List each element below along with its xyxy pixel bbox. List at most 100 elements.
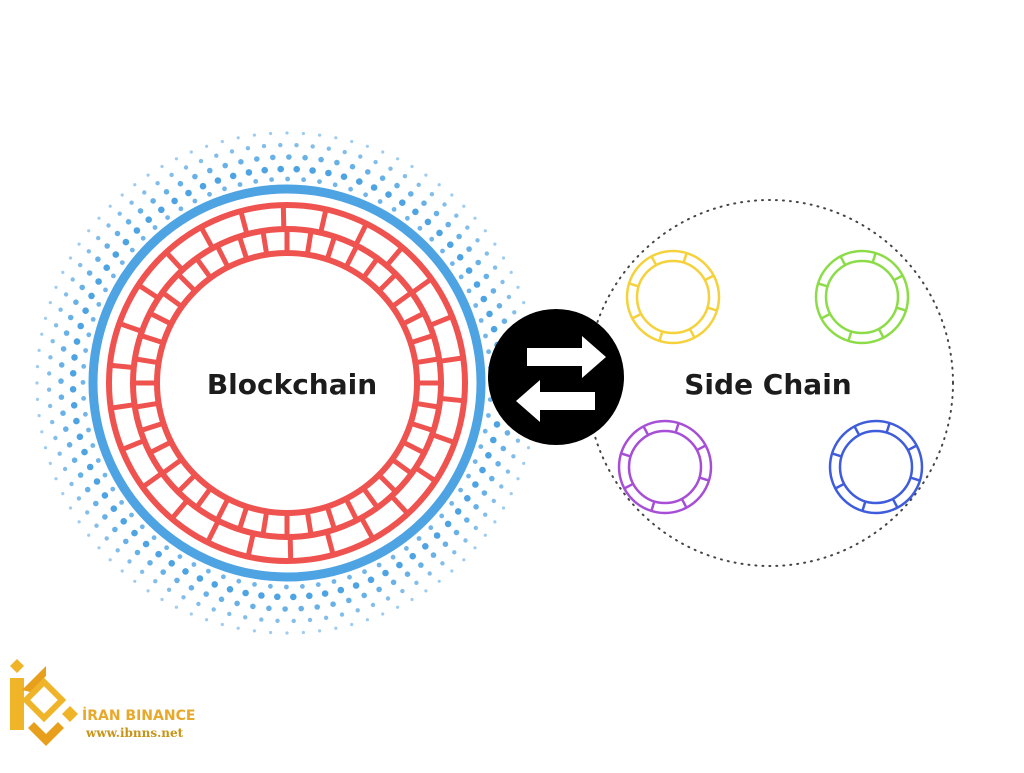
mini-chain-rung bbox=[834, 482, 845, 490]
mini-chain-outer bbox=[625, 249, 721, 345]
halo-dot bbox=[139, 569, 145, 574]
halo-dot bbox=[58, 378, 64, 384]
halo-dot bbox=[478, 444, 484, 449]
halo-dot bbox=[444, 520, 452, 528]
halo-dot bbox=[70, 402, 78, 409]
halo-dot bbox=[35, 365, 40, 369]
halo-dot bbox=[183, 165, 189, 170]
halo-dot bbox=[87, 229, 91, 233]
halo-dot bbox=[473, 504, 479, 510]
halo-dot bbox=[334, 626, 338, 630]
halo-dot bbox=[43, 446, 48, 450]
chain-rung bbox=[401, 310, 426, 327]
halo-dot bbox=[61, 270, 65, 274]
halo-dot bbox=[54, 285, 58, 289]
halo-dot bbox=[318, 629, 322, 633]
halo-dot bbox=[53, 323, 59, 328]
halo-dot bbox=[301, 630, 305, 635]
halo-dot bbox=[250, 603, 256, 610]
mini-chain-rung bbox=[620, 452, 631, 458]
halo-dot bbox=[37, 348, 41, 352]
halo-dot bbox=[90, 443, 96, 448]
halo-dot bbox=[117, 211, 122, 216]
halo-dot bbox=[86, 270, 93, 276]
chain-rung bbox=[134, 400, 159, 410]
mini-chain-rung bbox=[680, 498, 688, 509]
halo-dot bbox=[67, 314, 74, 321]
chain-rung bbox=[287, 536, 294, 562]
halo-dot bbox=[221, 574, 226, 580]
mini-chain-rung bbox=[831, 452, 842, 458]
halo-dot bbox=[69, 386, 77, 393]
halo-dot bbox=[456, 233, 462, 240]
halo-dot bbox=[120, 518, 127, 525]
halo-dot bbox=[137, 208, 144, 214]
halo-dot bbox=[222, 162, 228, 169]
halo-dot bbox=[452, 550, 457, 555]
chain-rung bbox=[205, 519, 221, 544]
halo-dot bbox=[84, 486, 91, 493]
halo-dot bbox=[214, 153, 219, 158]
halo-dot bbox=[349, 163, 356, 170]
halo-dot bbox=[331, 579, 337, 584]
halo-dot bbox=[133, 227, 141, 234]
chain-rung bbox=[139, 333, 165, 346]
halo-dot bbox=[47, 371, 52, 376]
blue-chain bbox=[828, 419, 924, 515]
chain-rung bbox=[164, 250, 185, 272]
halo-dot bbox=[348, 186, 353, 192]
chain-rung bbox=[176, 473, 197, 494]
halo-dot bbox=[199, 182, 207, 190]
chain-rung bbox=[120, 438, 146, 452]
mini-chain-rung bbox=[893, 274, 904, 282]
halo-dot bbox=[79, 284, 85, 291]
halo-dot bbox=[483, 333, 488, 339]
halo-dot bbox=[483, 533, 487, 537]
chain-band bbox=[106, 202, 468, 564]
halo-dot bbox=[81, 448, 88, 456]
halo-dot bbox=[192, 198, 198, 204]
halo-dot bbox=[77, 242, 81, 246]
halo-dot bbox=[361, 592, 368, 599]
chain-rung bbox=[110, 402, 135, 411]
chain-rung bbox=[176, 272, 197, 293]
halo-dot bbox=[43, 316, 48, 320]
halo-dot bbox=[86, 463, 94, 471]
halo-dot bbox=[314, 604, 321, 610]
halo-dot bbox=[77, 322, 84, 330]
halo-dot bbox=[285, 631, 289, 635]
halo-dot bbox=[35, 397, 40, 401]
halo-dot bbox=[505, 469, 511, 474]
mini-chain-rung bbox=[650, 255, 658, 266]
halo-dot bbox=[205, 144, 209, 148]
halo-dot bbox=[473, 525, 478, 531]
halo-dot bbox=[181, 595, 186, 600]
halo-dot bbox=[261, 166, 269, 174]
chain-rung bbox=[377, 272, 398, 293]
halo-dot bbox=[129, 200, 134, 205]
halo-dot bbox=[381, 612, 385, 616]
halo-dot bbox=[189, 612, 193, 616]
halo-dot bbox=[300, 584, 305, 589]
halo-dot bbox=[83, 411, 88, 417]
halo-dot bbox=[133, 579, 137, 583]
halo-dot bbox=[134, 549, 141, 556]
mini-chain-rung bbox=[699, 476, 710, 482]
halo-dot bbox=[119, 260, 125, 265]
halo-dot bbox=[473, 281, 481, 288]
halo-dot bbox=[414, 580, 419, 585]
chain-rung bbox=[359, 516, 376, 541]
chain-rung bbox=[198, 225, 215, 250]
halo-dot bbox=[104, 536, 109, 541]
chain-rung bbox=[324, 235, 337, 261]
mini-chain-rung bbox=[688, 328, 696, 339]
halo-dot bbox=[405, 215, 410, 221]
halo-dot bbox=[206, 568, 211, 574]
halo-dot bbox=[76, 496, 82, 501]
halo-dot bbox=[466, 473, 471, 479]
halo-dot bbox=[73, 338, 81, 345]
halo-dot bbox=[376, 562, 382, 568]
halo-dot bbox=[388, 166, 393, 171]
halo-dot bbox=[158, 206, 165, 214]
chain-rung bbox=[148, 439, 173, 456]
